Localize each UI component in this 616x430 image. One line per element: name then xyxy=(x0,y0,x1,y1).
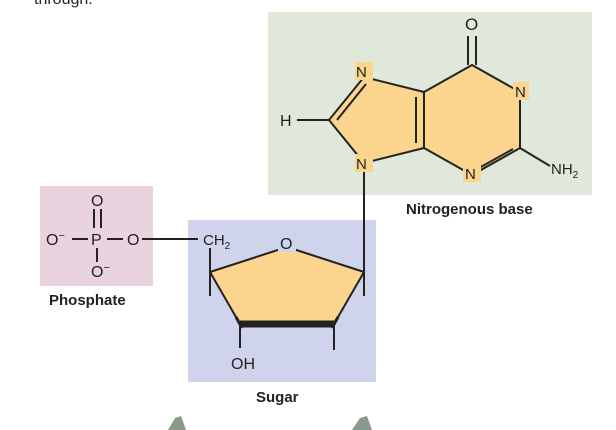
phosphate-oxygen-left: O− xyxy=(46,230,65,249)
base-nitrogen-top-left: N xyxy=(356,64,367,81)
bottom-decoration-right xyxy=(352,416,372,430)
carbonyl-oxygen-label: O xyxy=(465,15,478,34)
amine-label: NH2 xyxy=(551,161,579,181)
base-nitrogen-right: N xyxy=(515,84,526,101)
phosphate-oxygen-link: O xyxy=(127,232,139,249)
phosphate-label: Phosphate xyxy=(49,292,126,309)
phosphate-oxygen-top: O xyxy=(91,193,103,210)
phosphate-box xyxy=(40,186,153,286)
phosphate-oxygen-bottom: O− xyxy=(91,262,110,281)
sugar-label: Sugar xyxy=(256,389,299,406)
caption-text-fragment: through. xyxy=(34,0,93,9)
amine-bond xyxy=(519,147,551,167)
nitrogenous-base-label: Nitrogenous base xyxy=(406,201,533,218)
imidazole-ring xyxy=(328,76,425,164)
base-nitrogen-bottom: N xyxy=(465,166,476,183)
ring-oxygen-label: O xyxy=(280,236,292,253)
bottom-decoration-left xyxy=(168,416,186,430)
phosphorus-label: P xyxy=(91,232,102,249)
base-double-bond-nc xyxy=(478,148,514,169)
hydroxyl-label: OH xyxy=(231,356,255,373)
base-hydrogen-label: H xyxy=(280,113,292,130)
base-double-bond-cn xyxy=(336,83,367,121)
ch2-label: CH2 xyxy=(203,232,231,252)
base-nitrogen-glycosidic: N xyxy=(356,156,367,173)
